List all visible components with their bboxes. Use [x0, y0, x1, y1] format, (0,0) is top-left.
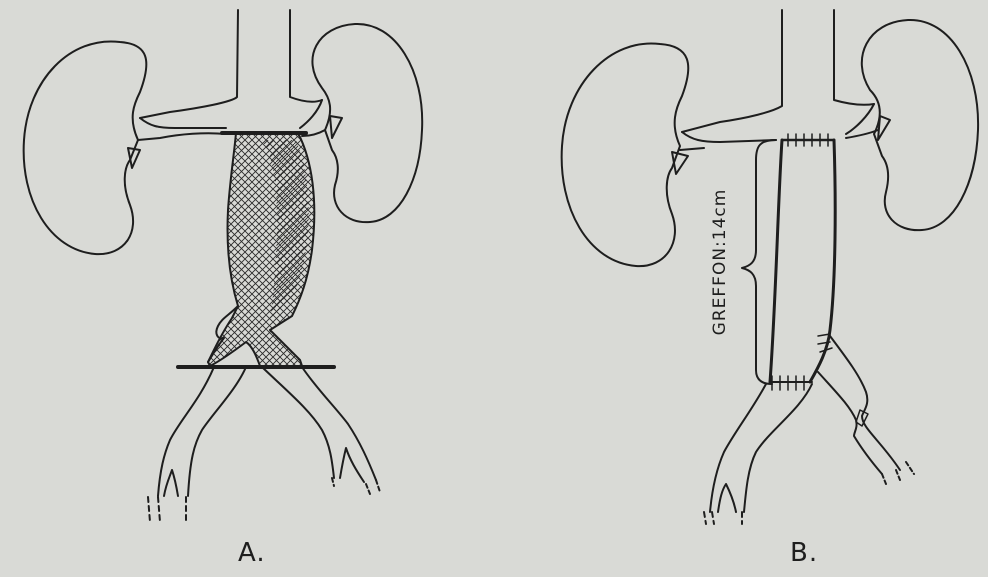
panel-b-right-renal — [846, 104, 890, 140]
panel-a-right-iliac — [262, 367, 376, 480]
panel-b-left-renal — [680, 132, 776, 150]
panel-b-label: B. — [790, 538, 818, 568]
panel-a-label: A. — [238, 538, 266, 568]
panel-a-aorta-upper — [140, 10, 238, 118]
panel-a-drawing — [24, 10, 423, 522]
panel-b-drawing — [562, 10, 978, 524]
panel-b-graft — [770, 140, 835, 382]
panel-b-aorta-upper — [682, 10, 782, 132]
panel-a-right-kidney — [312, 24, 422, 222]
graft-length-label: GREFFON:14cm — [710, 189, 730, 336]
panel-a-left-iliac — [158, 367, 246, 496]
panel-b-left-kidney — [562, 43, 689, 266]
panel-b-left-iliac — [710, 384, 812, 512]
panel-a-left-renal — [138, 118, 226, 140]
panel-b-right-iliac — [818, 336, 900, 474]
